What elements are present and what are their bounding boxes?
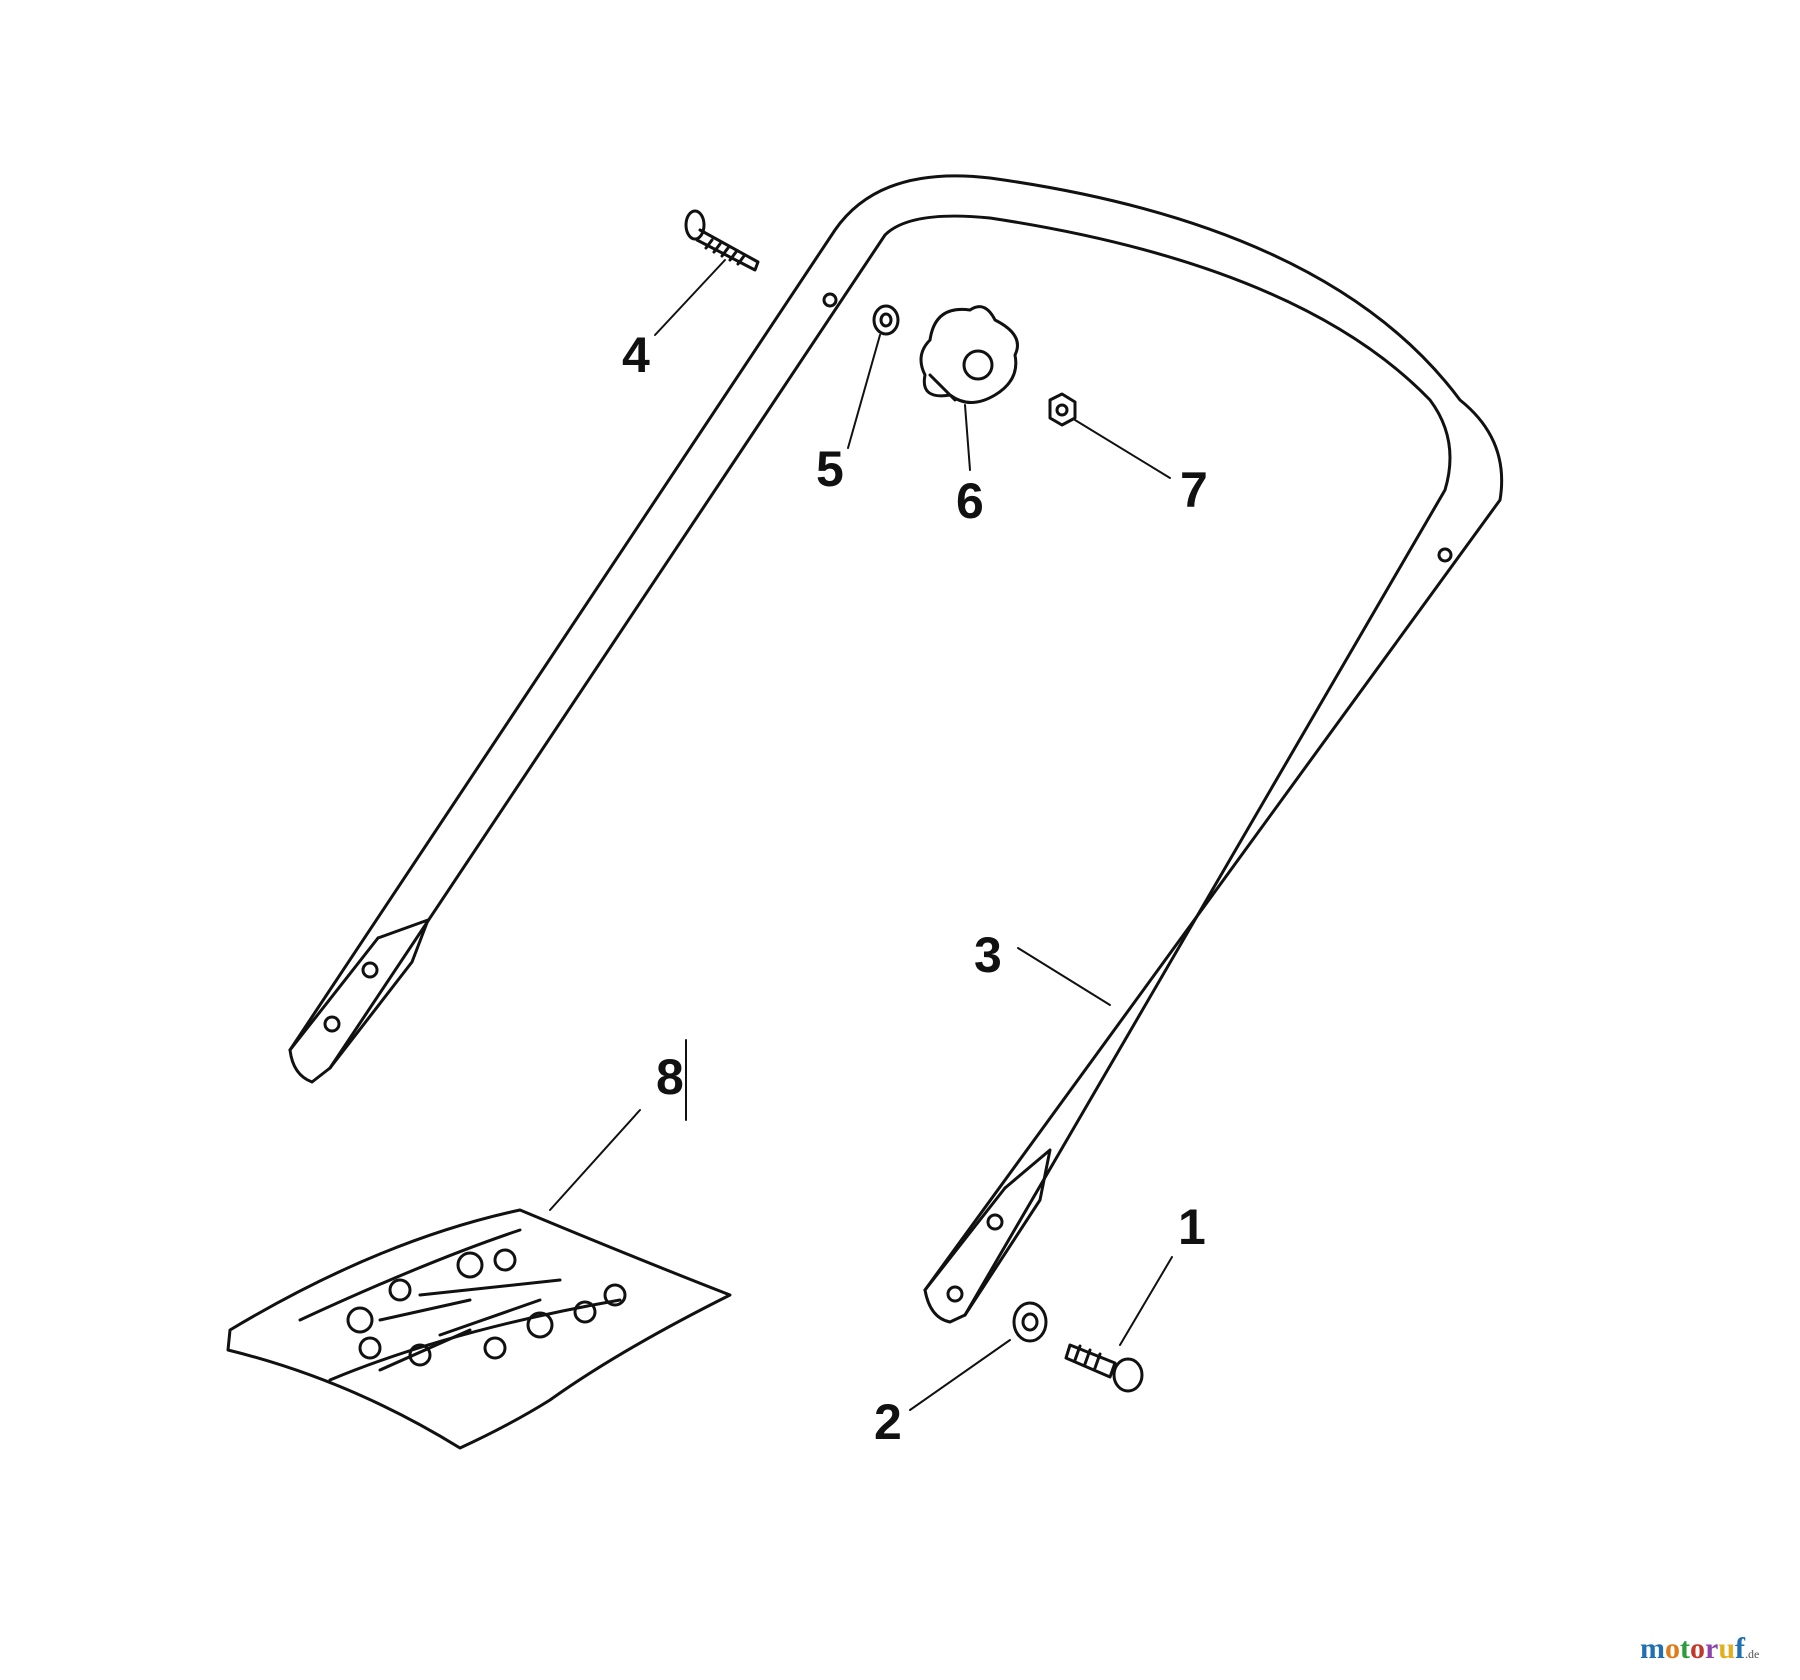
callout-7: 7 <box>1180 462 1208 518</box>
bolt-part-1 <box>1064 1343 1144 1393</box>
carriage-bolt-part-4 <box>684 209 760 272</box>
hex-nut-part-7 <box>1048 392 1077 427</box>
callout-4: 4 <box>622 327 650 383</box>
hardware-bag-part-8 <box>226 1208 732 1450</box>
watermark-suffix: .de <box>1745 1647 1760 1661</box>
callout-6: 6 <box>956 473 984 529</box>
watermark-logo: motoruf.de <box>1640 1634 1759 1664</box>
star-knob-part-6 <box>919 305 1019 404</box>
washer-part-2 <box>1012 1301 1048 1343</box>
callout-1: 1 <box>1178 1199 1206 1255</box>
handle-bar <box>288 174 1504 1324</box>
callout-8: 8 <box>656 1049 684 1105</box>
callout-2: 2 <box>874 1394 902 1450</box>
watermark-text: motoruf <box>1640 1632 1746 1665</box>
callout-3: 3 <box>974 927 1002 983</box>
callout-5: 5 <box>816 441 844 497</box>
leader-lines <box>549 259 1173 1411</box>
washer-part-5 <box>872 304 900 336</box>
